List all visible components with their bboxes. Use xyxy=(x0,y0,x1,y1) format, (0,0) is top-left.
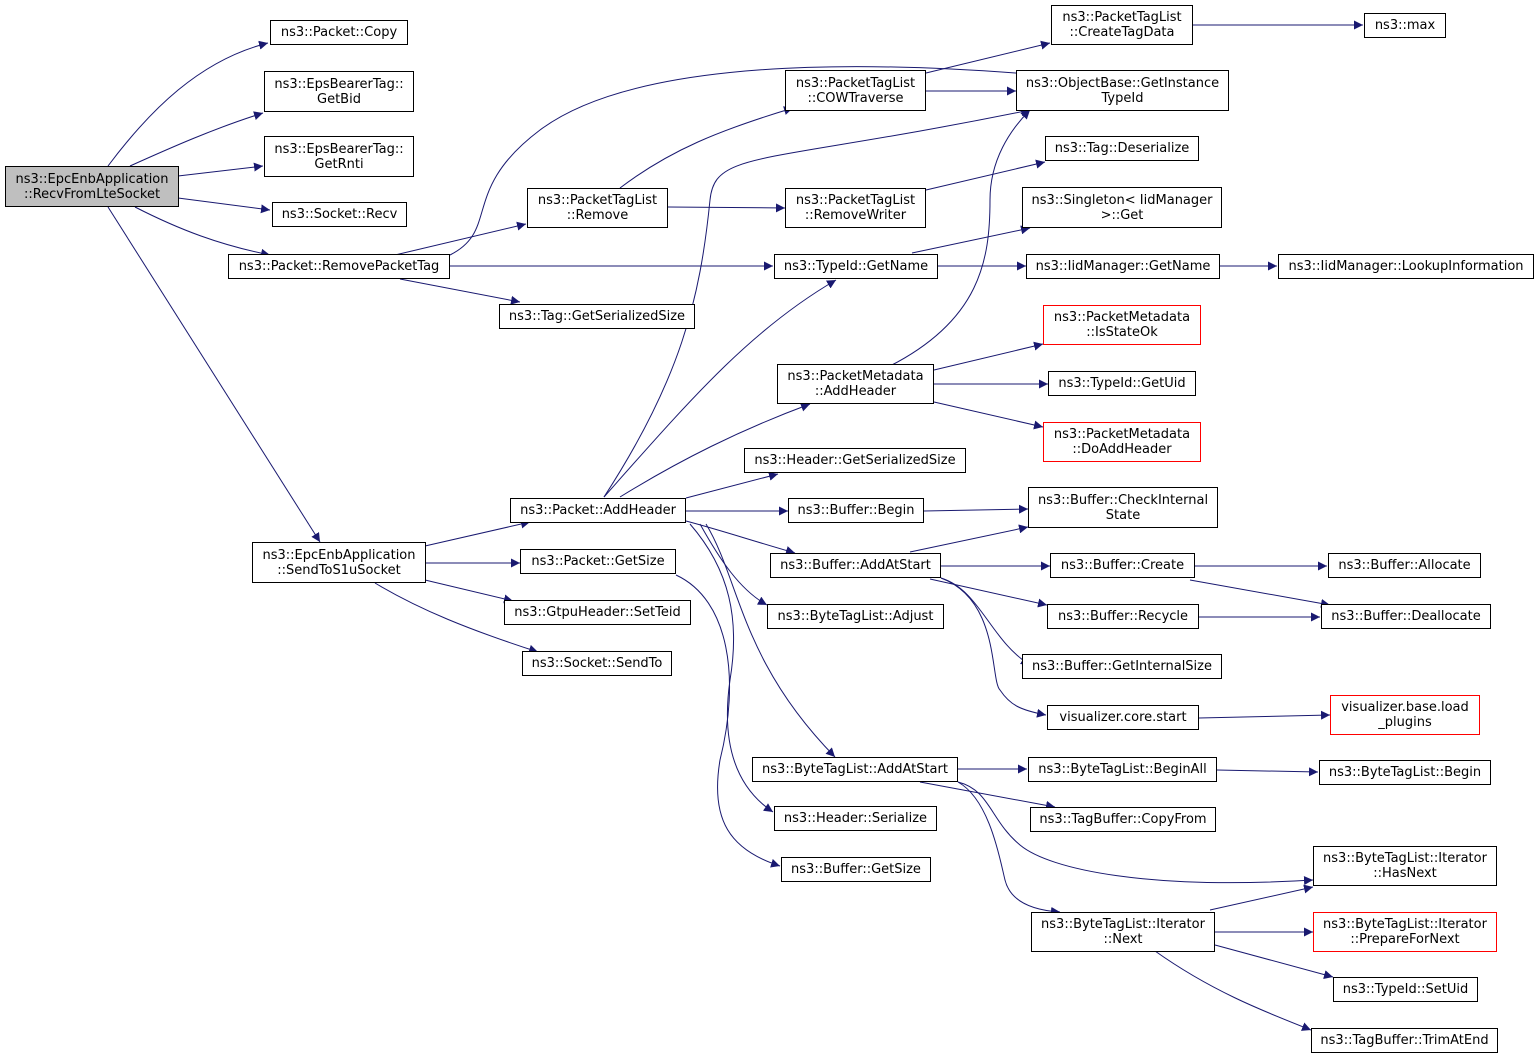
node-buffer-begin[interactable]: ns3::Buffer::Begin xyxy=(788,498,924,523)
edge-btladd-to-copyfrom xyxy=(919,781,1056,810)
node-recv-from-lte-socket: ns3::EpcEnbApplication ::RecvFromLteSock… xyxy=(5,166,179,207)
node-objectbase-get-instance-typeid[interactable]: ns3::ObjectBase::GetInstance TypeId xyxy=(1016,70,1229,111)
node-packet-add-header[interactable]: ns3::Packet::AddHeader xyxy=(510,498,686,523)
edge-addheader-to-getinstancetypeid xyxy=(603,107,1031,498)
node-ns3-max[interactable]: ns3::max xyxy=(1364,13,1446,38)
node-packet-metadata-do-add-header[interactable]: ns3::PacketMetadata ::DoAddHeader xyxy=(1043,422,1201,462)
node-eps-bearer-tag-getrnti[interactable]: ns3::EpsBearerTag:: GetRnti xyxy=(264,136,414,177)
node-byte-tag-list-begin[interactable]: ns3::ByteTagList::Begin xyxy=(1319,760,1491,785)
edge-s1u-to-addheader xyxy=(424,519,531,547)
node-tag-get-serialized-size[interactable]: ns3::Tag::GetSerializedSize xyxy=(499,304,695,329)
node-packet-tag-list-remove[interactable]: ns3::PacketTagList ::Remove xyxy=(527,188,668,228)
node-buffer-get-internal-size[interactable]: ns3::Buffer::GetInternalSize xyxy=(1022,654,1222,679)
edge-bufferbegin-to-checkinternal xyxy=(923,504,1029,514)
node-byte-tag-list-adjust[interactable]: ns3::ByteTagList::Adjust xyxy=(767,604,944,629)
edge-next-to-setuid xyxy=(1214,944,1334,979)
edge-pmadd-to-doaddheader xyxy=(933,401,1044,430)
node-packet-tag-list-create-tag-data[interactable]: ns3::PacketTagList ::CreateTagData xyxy=(1051,5,1193,45)
node-header-get-serialized-size[interactable]: ns3::Header::GetSerializedSize xyxy=(744,448,966,473)
node-singleton-iidmanager-get[interactable]: ns3::Singleton< IidManager >::Get xyxy=(1022,187,1222,228)
edge-pmadd-to-getinstancetypeid xyxy=(889,109,1031,367)
node-packet-tag-list-remove-writer[interactable]: ns3::PacketTagList ::RemoveWriter xyxy=(785,188,926,228)
edge-getsize-to-buffer-getsize xyxy=(675,574,781,868)
edge-rpt-to-getinstancetypeid xyxy=(449,66,1041,256)
edge-s1u-to-sendto xyxy=(374,582,539,654)
node-buffer-recycle[interactable]: ns3::Buffer::Recycle xyxy=(1047,604,1199,629)
edge-ptlremove-to-cowtraverse xyxy=(619,106,794,189)
edge-recv-to-socket-recv xyxy=(177,197,271,214)
edge-addheader-to-btl-adjust xyxy=(699,523,768,606)
node-buffer-deallocate[interactable]: ns3::Buffer::Deallocate xyxy=(1321,604,1491,629)
node-packet-metadata-add-header[interactable]: ns3::PacketMetadata ::AddHeader xyxy=(777,364,934,404)
edge-addheader-to-btl-addatstart xyxy=(705,523,836,758)
node-buffer-get-size[interactable]: ns3::Buffer::GetSize xyxy=(781,857,931,882)
edge-recv-to-eps-getrnti xyxy=(177,162,264,177)
edge-addatstart-to-visualizer-start xyxy=(940,577,1047,718)
edge-removewriter-to-tagdeserialize xyxy=(925,159,1046,191)
edge-addatstart-to-checkinternal xyxy=(909,524,1029,553)
node-visualizer-base-load-plugins[interactable]: visualizer.base.load _plugins xyxy=(1330,695,1480,735)
edge-rpt-to-tag-getserializedsize xyxy=(399,278,521,305)
edge-addatstart-to-recycle xyxy=(929,578,1048,608)
node-typeid-set-uid[interactable]: ns3::TypeId::SetUid xyxy=(1333,977,1478,1002)
edge-addheader-to-header-getserializedsize xyxy=(685,471,779,499)
node-packet-tag-list-cow-traverse[interactable]: ns3::PacketTagList ::COWTraverse xyxy=(785,70,926,111)
edge-addheader-to-pm-addheader xyxy=(619,402,811,498)
edge-recv-to-send-s1u xyxy=(107,206,321,543)
node-eps-bearer-tag-getbid[interactable]: ns3::EpsBearerTag:: GetBid xyxy=(264,71,414,112)
node-packet-remove-packet-tag[interactable]: ns3::Packet::RemovePacketTag xyxy=(228,254,450,279)
node-byte-tag-list-begin-all[interactable]: ns3::ByteTagList::BeginAll xyxy=(1028,757,1217,782)
edge-s1u-to-setteid xyxy=(424,579,514,604)
node-byte-tag-list-iterator-next[interactable]: ns3::ByteTagList::Iterator ::Next xyxy=(1031,912,1215,952)
node-packet-copy[interactable]: ns3::Packet::Copy xyxy=(270,20,408,45)
node-buffer-add-at-start[interactable]: ns3::Buffer::AddAtStart xyxy=(770,553,941,578)
node-packet-metadata-is-state-ok[interactable]: ns3::PacketMetadata ::IsStateOk xyxy=(1043,305,1201,345)
node-gtpu-header-set-teid[interactable]: ns3::GtpuHeader::SetTeid xyxy=(504,600,691,625)
edge-pmadd-to-isstateok xyxy=(933,341,1044,371)
node-tagbuffer-trim-at-end[interactable]: ns3::TagBuffer::TrimAtEnd xyxy=(1311,1028,1498,1053)
edge-addheader-to-typeid-getname xyxy=(603,279,837,498)
edge-create-to-deallocate xyxy=(1189,579,1331,608)
node-send-to-s1u-socket[interactable]: ns3::EpcEnbApplication ::SendToS1uSocket xyxy=(252,542,426,583)
node-byte-tag-list-iterator-has-next[interactable]: ns3::ByteTagList::Iterator ::HasNext xyxy=(1313,846,1497,886)
edge-vizstart-to-loadplugins xyxy=(1198,710,1331,720)
edge-rpt-to-ptl-remove xyxy=(394,221,527,256)
node-visualizer-core-start[interactable]: visualizer.core.start xyxy=(1047,705,1199,730)
node-byte-tag-list-iterator-prepare-for-next[interactable]: ns3::ByteTagList::Iterator ::PrepareForN… xyxy=(1313,912,1497,952)
node-buffer-allocate[interactable]: ns3::Buffer::Allocate xyxy=(1328,553,1481,578)
node-socket-recv[interactable]: ns3::Socket::Recv xyxy=(272,202,407,227)
edge-btladd-to-iteratornext xyxy=(957,781,1061,916)
edge-recv-to-remove-packet-tag xyxy=(134,206,271,258)
node-typeid-get-uid[interactable]: ns3::TypeId::GetUid xyxy=(1048,371,1196,396)
edge-addheader-to-buffer-addatstart xyxy=(685,520,796,555)
node-tag-deserialize[interactable]: ns3::Tag::Deserialize xyxy=(1045,136,1199,161)
node-tagbuffer-copy-from[interactable]: ns3::TagBuffer::CopyFrom xyxy=(1030,807,1216,832)
edge-getname-to-singleton xyxy=(911,225,1031,254)
node-buffer-create[interactable]: ns3::Buffer::Create xyxy=(1050,553,1195,578)
edge-next-to-trimatend xyxy=(1154,950,1312,1031)
node-iidmanager-get-name[interactable]: ns3::IidManager::GetName xyxy=(1026,254,1220,279)
node-header-serialize[interactable]: ns3::Header::Serialize xyxy=(774,806,937,831)
edge-recv-to-eps-getbid xyxy=(129,111,264,167)
edge-recv-to-packet-copy xyxy=(107,40,269,167)
edge-beginall-to-btlbegin xyxy=(1216,767,1319,777)
node-typeid-get-name[interactable]: ns3::TypeId::GetName xyxy=(774,254,938,279)
edge-btladd-to-hasnext xyxy=(957,781,1314,886)
node-socket-send-to[interactable]: ns3::Socket::SendTo xyxy=(522,651,672,676)
node-buffer-check-internal-state[interactable]: ns3::Buffer::CheckInternal State xyxy=(1028,487,1218,528)
node-iidmanager-lookup-information[interactable]: ns3::IidManager::LookupInformation xyxy=(1278,254,1534,279)
node-packet-get-size[interactable]: ns3::Packet::GetSize xyxy=(520,549,676,574)
edge-ptlremove-to-removewriter xyxy=(667,203,786,213)
edge-next-to-hasnext xyxy=(1209,884,1314,911)
node-byte-tag-list-add-at-start[interactable]: ns3::ByteTagList::AddAtStart xyxy=(752,757,958,782)
edge-cow-to-createtagdata xyxy=(925,40,1051,74)
